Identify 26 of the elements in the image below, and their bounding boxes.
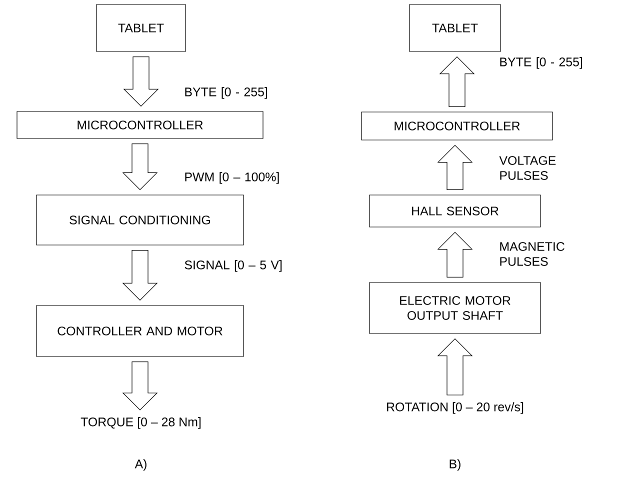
edge-label: BYTE [0 - 255] <box>185 87 268 99</box>
edge-label: PWM [0 – 100%] <box>185 172 279 184</box>
process-box: HALL SENSOR <box>369 194 541 228</box>
edge-label: SIGNAL [0 – 5 V] <box>184 260 282 272</box>
text-label: TORQUE [0 – 28 Nm] <box>80 417 201 429</box>
edge-label: VOLTAGE PULSES <box>499 156 556 180</box>
process-box: MICROCONTROLLER <box>16 111 264 139</box>
process-box: ELECTRIC MOTOR OUTPUT SHAFT <box>369 282 541 334</box>
block-arrow <box>437 338 473 396</box>
block-arrow <box>122 250 158 301</box>
text-label: ROTATION [0 – 20 rev/s] <box>387 402 524 414</box>
process-box: SIGNAL CONDITIONING <box>36 194 244 246</box>
process-box: TABLET <box>96 4 186 52</box>
block-arrow <box>123 56 159 107</box>
process-box: MICROCONTROLLER <box>361 112 553 140</box>
edge-label: BYTE [0 - 255] <box>500 57 582 69</box>
process-box: TABLET <box>409 4 501 52</box>
panel-label: A) <box>134 459 146 471</box>
block-arrow <box>439 56 475 107</box>
block-arrow <box>437 232 473 278</box>
block-arrow <box>437 144 473 190</box>
process-box: CONTROLLER AND MOTOR <box>36 305 244 357</box>
block-arrow <box>122 362 158 410</box>
panel-label: B) <box>450 459 460 471</box>
edge-label: MAGNETIC PULSES <box>500 242 564 266</box>
block-arrow <box>122 144 158 190</box>
